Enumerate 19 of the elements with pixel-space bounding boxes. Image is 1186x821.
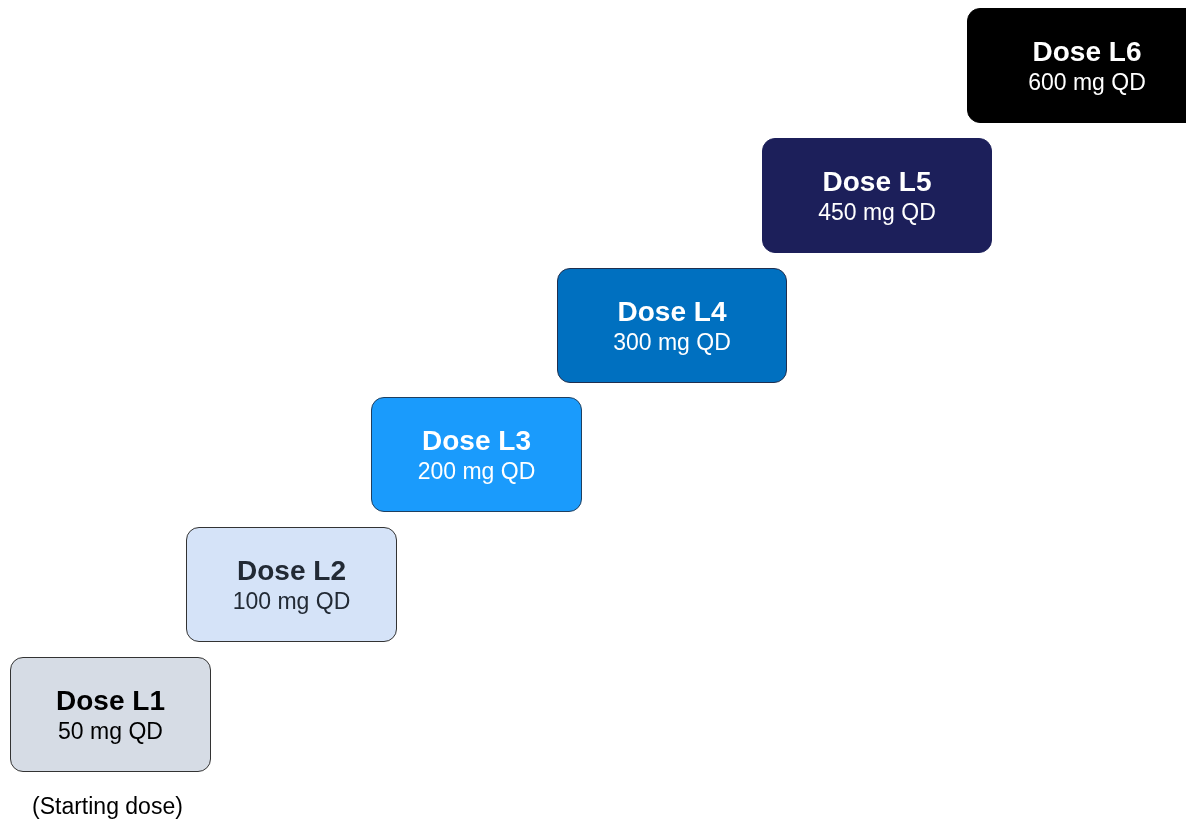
dose-level-heading: Dose L1 — [56, 684, 165, 717]
dose-box — [557, 268, 787, 383]
dose-amount: 450 mg QD — [818, 197, 936, 226]
dose-amount: 600 mg QD — [1028, 67, 1146, 96]
dose-box — [186, 527, 397, 642]
dose-box — [967, 8, 1186, 123]
dose-amount: 300 mg QD — [613, 327, 731, 356]
dose-level-heading: Dose L2 — [237, 554, 346, 587]
dose-caption: (Starting dose) — [32, 792, 183, 820]
dose-box — [371, 397, 582, 512]
dose-level-heading: Dose L6 — [1032, 35, 1142, 68]
dose-level-heading: Dose L3 — [422, 424, 531, 457]
dose-box — [10, 657, 211, 772]
dose-level-heading: Dose L4 — [617, 295, 727, 328]
dose-level-heading: Dose L5 — [822, 165, 932, 198]
dose-amount: 100 mg QD — [232, 586, 351, 615]
dose-amount: 50 mg QD — [58, 716, 163, 745]
dose-box — [762, 138, 992, 253]
dose-amount: 200 mg QD — [417, 456, 536, 485]
